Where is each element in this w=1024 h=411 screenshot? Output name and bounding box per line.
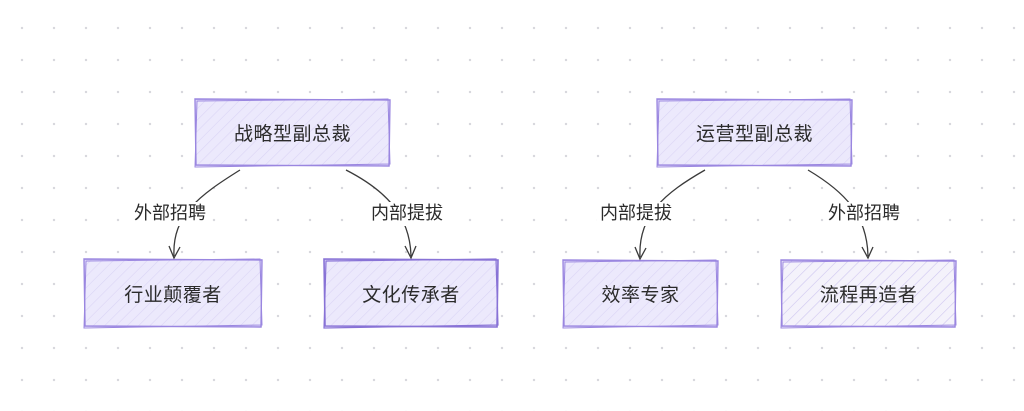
- node-industry-disruptor[interactable]: [83, 258, 263, 329]
- edge-label-strategic-to-disruptor: 外部招聘: [131, 202, 209, 226]
- node-label-efficiency-expert: 效率专家: [601, 284, 680, 306]
- node-efficiency-expert[interactable]: [562, 259, 719, 329]
- node-operations-vp[interactable]: [656, 98, 853, 168]
- edge-label-operations-to-reengineer: 外部招聘: [825, 202, 903, 226]
- node-label-industry-disruptor: 行业颠覆者: [124, 283, 222, 306]
- node-label-strategic-vp: 战略型副总裁: [233, 123, 351, 145]
- edge-label-strategic-to-inheritor: 内部提拔: [368, 202, 446, 226]
- edge-label-operations-to-efficiency: 内部提拔: [597, 202, 675, 226]
- node-label-process-reengineer: 流程再造者: [819, 284, 918, 306]
- node-strategic-vp[interactable]: [194, 98, 391, 168]
- node-label-operations-vp: 运营型副总裁: [695, 123, 813, 145]
- node-process-reengineer[interactable]: [780, 259, 957, 329]
- node-label-culture-inheritor: 文化传承者: [362, 283, 460, 306]
- node-culture-inheritor[interactable]: [323, 258, 499, 329]
